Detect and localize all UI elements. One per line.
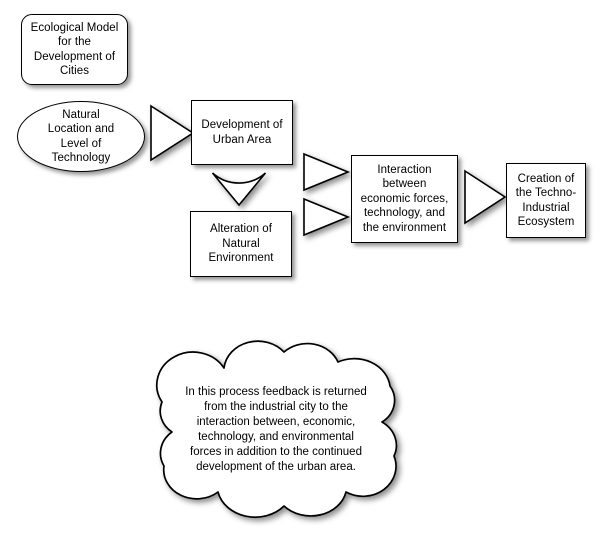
node-ecological-model-title[interactable]: Ecological Model for the Development of … [21, 14, 128, 85]
node-interaction-between-economic-forces-technology-and-the-environment[interactable]: Interaction between economic forces, tec… [351, 155, 458, 243]
node-alteration-of-natural-environment[interactable]: Alteration of Natural Environment [190, 211, 292, 277]
node-label: Ecological Model for the Development of … [30, 21, 119, 78]
arrow-right-to-development-of-urban-area [150, 104, 195, 162]
node-creation-of-the-techno-industrial-ecosystem[interactable]: Creation of the Techno- Industrial Ecosy… [506, 163, 586, 238]
cloud-feedback-note[interactable] [132, 340, 422, 528]
node-label: Development of Urban Area [201, 119, 283, 146]
node-label: Natural Location and Level of Technology [47, 108, 115, 165]
node-natural-location-and-level-of-technology[interactable]: Natural Location and Level of Technology [17, 101, 145, 172]
node-label: Creation of the Techno- Industrial Ecosy… [515, 172, 577, 229]
cloud-feedback-text: In this process feedback is returned fro… [185, 386, 367, 473]
node-label: Interaction between economic forces, tec… [360, 163, 449, 234]
node-development-of-urban-area[interactable]: Development of Urban Area [191, 100, 293, 165]
arrow-right-alteration-to-interaction [303, 197, 351, 237]
arrow-down-to-alteration-of-natural-environment [211, 171, 267, 207]
arrow-right-interaction-to-creation [464, 169, 507, 225]
arrow-right-urban-to-interaction [303, 152, 351, 192]
node-label: Alteration of Natural Environment [208, 223, 274, 265]
